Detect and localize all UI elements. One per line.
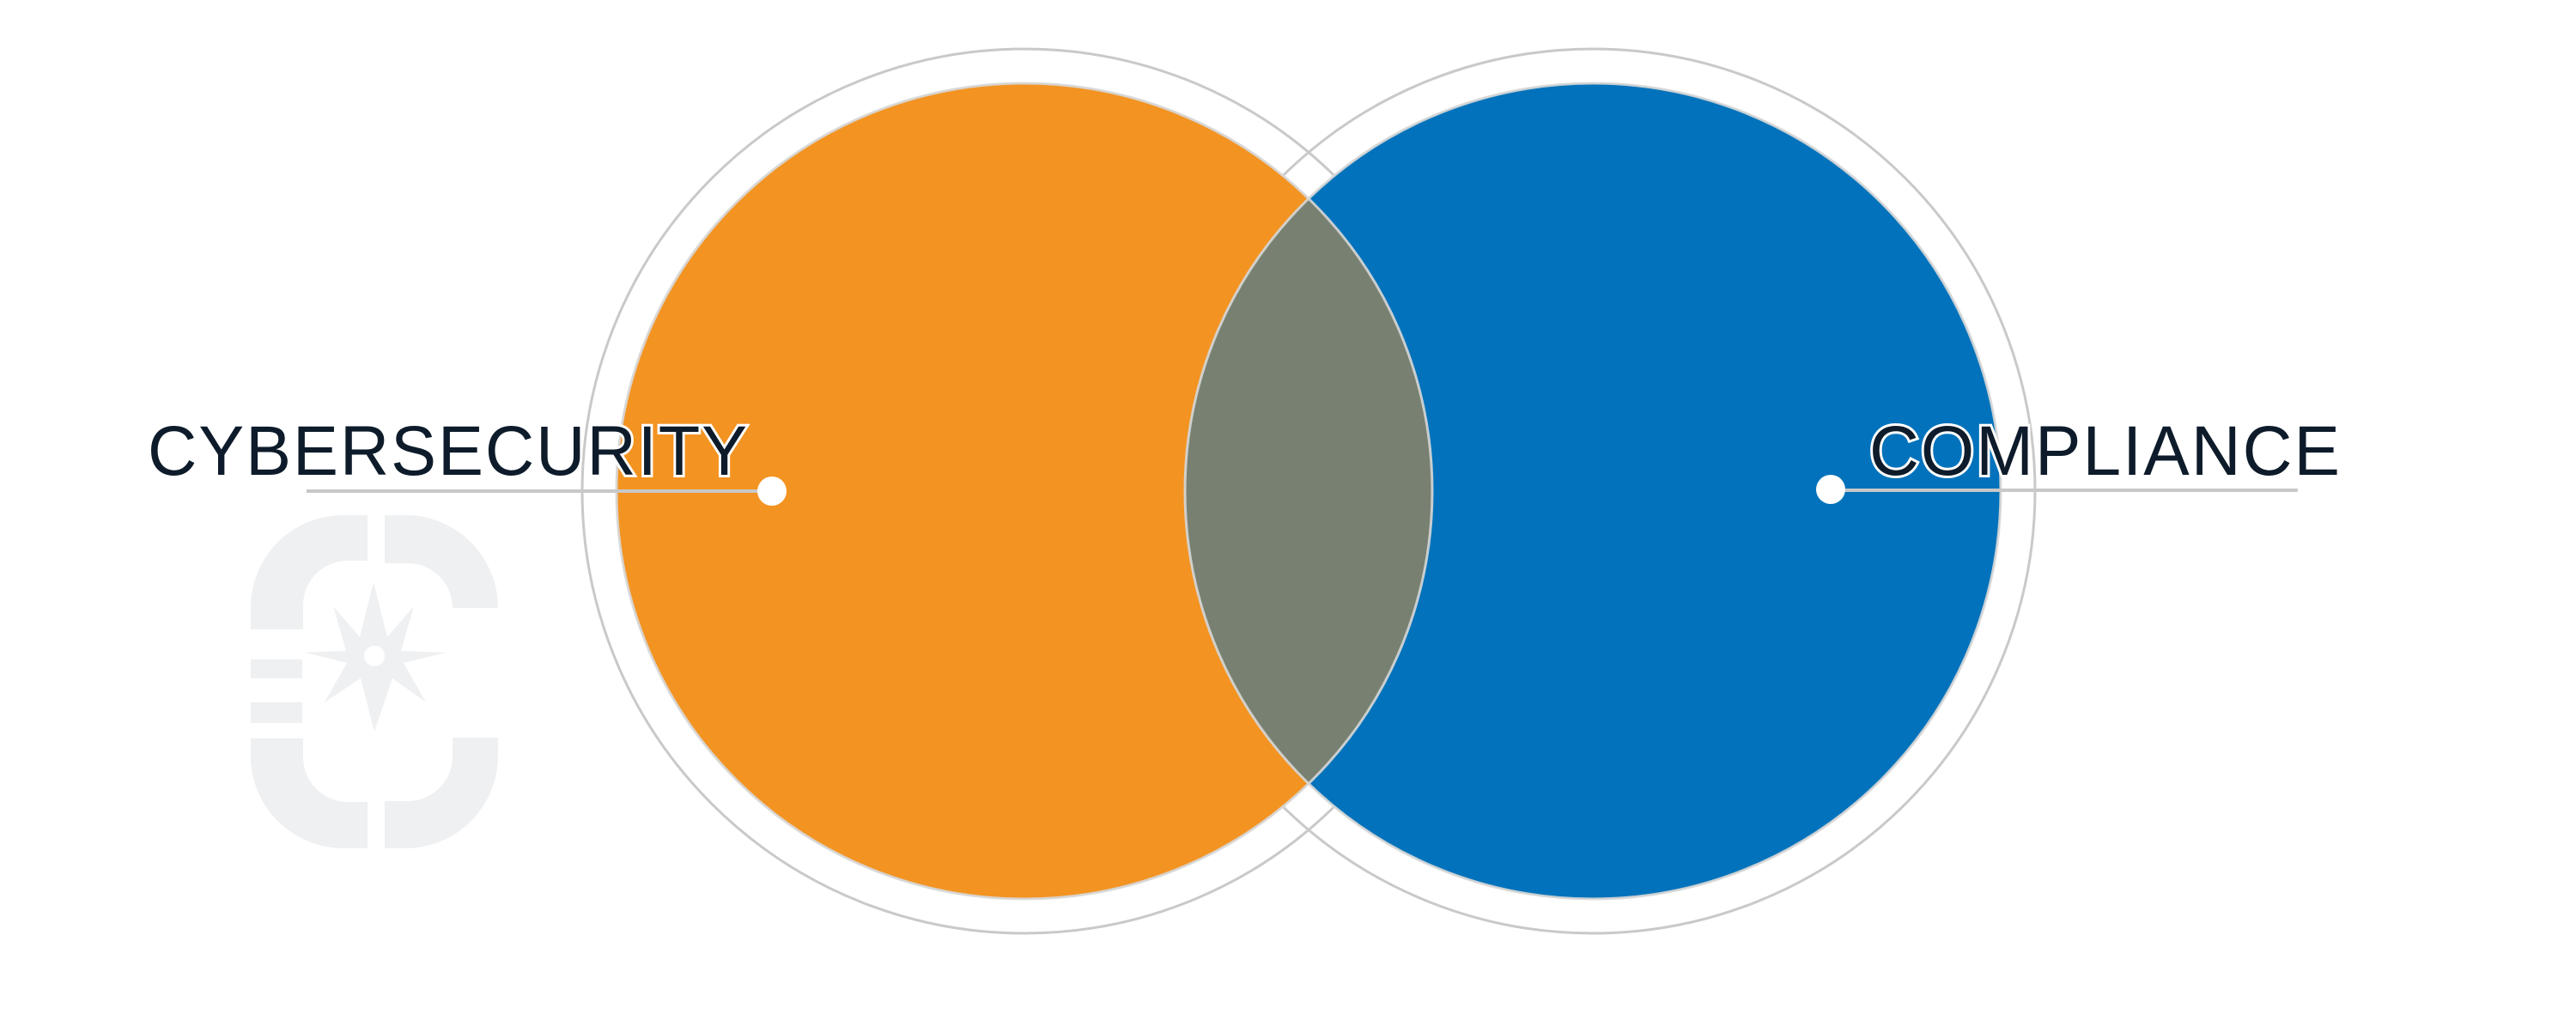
compliance-marker-dot [1816,475,1845,504]
compliance-circle [1185,83,2001,899]
compliance-label: COMPLIANCE [1869,412,2342,490]
cybersecurity-marker-dot [757,477,787,506]
cybersecurity-label: CYBERSECURITY [148,412,749,490]
compass-star-logo-icon [251,514,499,849]
cybersecurity-circle [617,83,1432,899]
